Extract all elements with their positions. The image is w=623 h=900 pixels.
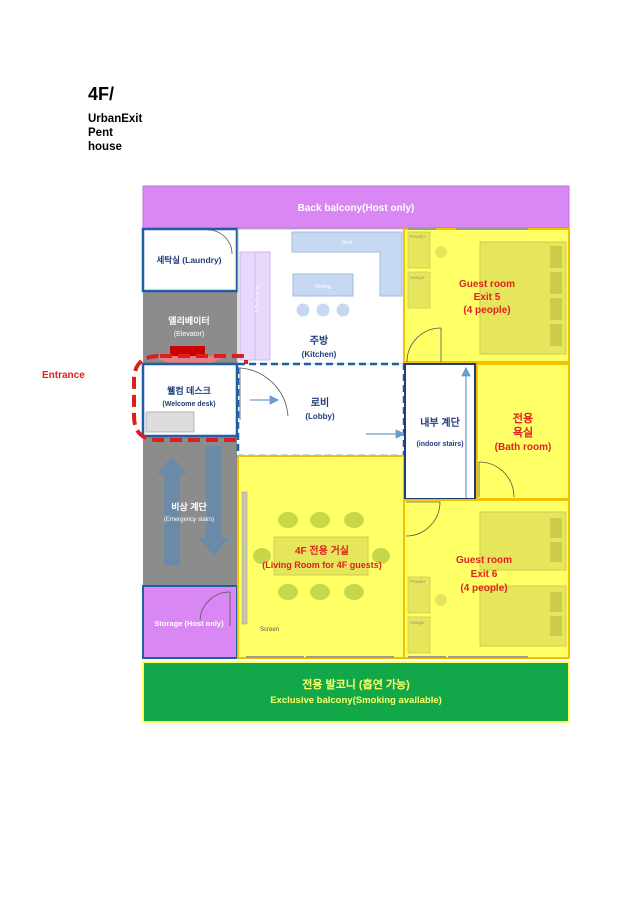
property-name: UrbanExit Pent house — [88, 112, 168, 154]
entrance-highlight[interactable] — [132, 354, 248, 442]
screen — [241, 491, 248, 625]
guest-room-exit6-label: (4 people) — [460, 583, 507, 594]
living-room-label: 4F 전용 거실 — [295, 544, 349, 557]
lobby-door — [239, 367, 289, 420]
living-chairs — [253, 512, 390, 600]
pillow — [550, 324, 562, 346]
dining-chair — [316, 303, 330, 317]
storage-door — [199, 591, 231, 626]
back-balcony — [142, 185, 570, 229]
stool — [435, 594, 447, 606]
bathroom-label: 욕실 — [513, 425, 533, 439]
exclusive-balcony — [142, 661, 570, 723]
stairs-down-arrow — [199, 446, 229, 556]
pillow — [550, 298, 562, 320]
stairs-up-arrow — [157, 456, 187, 566]
fridge-label: F R I D G E — [253, 287, 259, 314]
living-chair — [310, 584, 330, 600]
hanger — [407, 616, 431, 654]
laundry-label: 세탁실 (Laundry) — [156, 255, 221, 265]
hanger — [407, 271, 431, 309]
hanger-label: Hanger — [410, 620, 425, 625]
lobby — [236, 362, 406, 458]
dining-chair — [296, 303, 310, 317]
bathroom-sub: (Bath room) — [495, 442, 552, 453]
sink-label: Sink — [342, 240, 353, 246]
stool — [435, 246, 447, 258]
bathroom-door — [478, 461, 515, 498]
storage-room — [142, 585, 238, 659]
exclusive-balcony-label: 전용 발코니 (흡연 가능) — [302, 677, 410, 691]
living-chair — [344, 512, 364, 528]
bathroom-label: 전용 — [513, 411, 533, 425]
living-room-sub: (Living Room for 4F guests) — [262, 560, 382, 570]
indoor-stairs-label: 내부 계단 — [420, 416, 460, 429]
dining-chair — [336, 303, 350, 317]
kitchen-sub: (Kitchen) — [302, 350, 337, 359]
indoor-stairs — [404, 363, 476, 500]
laundry-room — [141, 227, 239, 293]
guest5-door — [406, 327, 442, 363]
living-chair — [253, 548, 271, 564]
exclusive-balcony-sub: Exclusive balcony(Smoking available) — [270, 695, 442, 706]
guest-room-exit5-label: Guest room — [459, 279, 515, 290]
property-name-line: house — [88, 141, 122, 153]
living-chair — [310, 512, 330, 528]
storage-label: Storage (Host only) — [154, 619, 224, 628]
guest-room-exit5-label: Exit 5 — [474, 292, 501, 303]
laundry-door — [207, 229, 233, 255]
powder-table — [407, 576, 431, 614]
bathroom — [476, 363, 570, 500]
kitchen-label: 주방 — [310, 334, 329, 347]
pillow — [550, 592, 562, 612]
dining-label: Dining — [315, 284, 331, 290]
welcome-desk-sub: (Welcome desk) — [162, 401, 215, 408]
pillow — [550, 246, 562, 268]
welcome-desk-counter — [145, 411, 195, 433]
elevator-sub: (Elevator) — [174, 331, 204, 338]
lobby-label: 로비 — [311, 396, 329, 409]
property-name-line: UrbanExit — [88, 113, 143, 125]
hanger-label: Hanger — [410, 275, 425, 280]
welcome-desk-label: 웰컴 데스크 — [167, 385, 211, 396]
elevator-label: 엘리베이터 — [168, 315, 209, 326]
pillow — [550, 542, 562, 562]
kitchen-counter — [291, 231, 403, 297]
guest-room-exit6-label: Guest room — [456, 555, 512, 566]
indoor-stairs-sub: (indoor stairs) — [416, 441, 463, 448]
back-balcony-label: Back balcony(Host only) — [298, 203, 415, 214]
floor-title: 4F/ — [88, 84, 115, 104]
pillow — [550, 272, 562, 294]
living-chair — [372, 548, 390, 564]
property-name-line: Pent — [88, 127, 113, 139]
screen-label: Screen — [260, 627, 279, 633]
living-table — [273, 536, 369, 576]
pillow — [550, 616, 562, 636]
lobby-sub: (Lobby) — [305, 412, 335, 421]
living-chair — [344, 584, 364, 600]
powder-table — [407, 231, 431, 269]
dining-table — [292, 273, 354, 297]
powder-label: Powder — [410, 579, 426, 584]
powder-label: Powder — [410, 234, 426, 239]
living-chair — [278, 512, 298, 528]
guest-room-exit6-label: Exit 6 — [471, 569, 498, 580]
emergency-stairs-sub: (Emergency stairs) — [164, 517, 214, 523]
pillow — [550, 518, 562, 538]
guest-room-exit5-label: (4 people) — [463, 305, 510, 316]
living-chair — [278, 584, 298, 600]
entrance-label: Entrance — [42, 370, 85, 381]
emergency-stairs-label: 비상 계단 — [171, 501, 207, 512]
guest6-door — [405, 501, 441, 537]
